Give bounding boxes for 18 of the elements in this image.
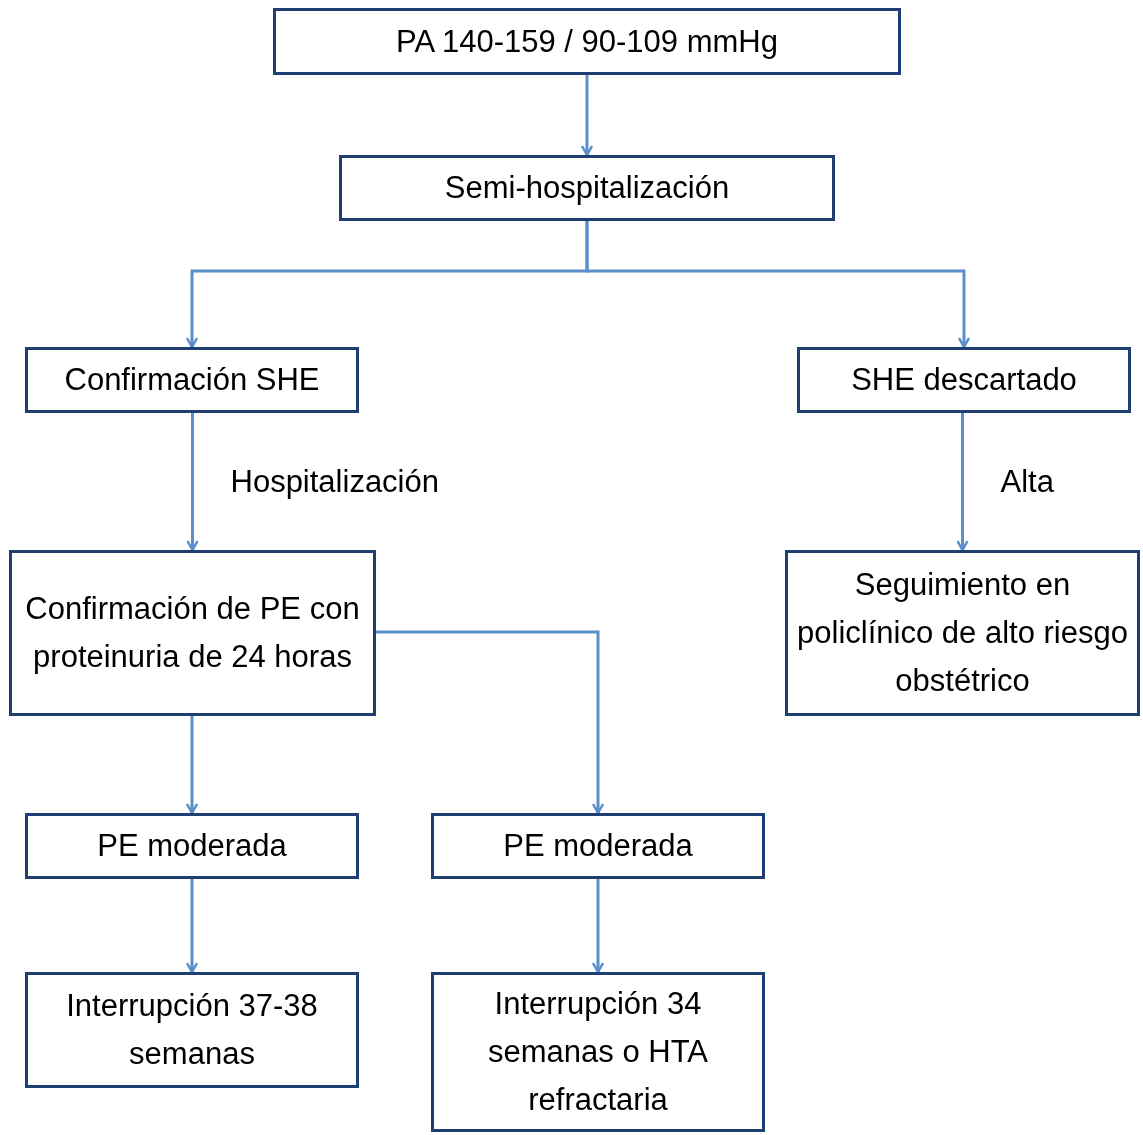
process-box: Interrupción 34 semanas o HTA refractaria [431, 972, 765, 1132]
arrow [376, 630, 605, 815]
arrow [185, 879, 199, 974]
arrow [185, 716, 199, 815]
process-box: PA 140-159 / 90-109 mmHg [273, 8, 901, 75]
process-box: PE moderada [431, 813, 765, 879]
process-box: Confirmación SHE [25, 347, 359, 413]
process-box: SHE descartado [797, 347, 1131, 413]
process-box: Semi-hospitalización [339, 155, 835, 221]
process-box: Interrupción 37-38 semanas [25, 972, 359, 1088]
arrow [585, 221, 971, 349]
process-box: Confirmación de PE con proteinuria de 24 horas [9, 550, 376, 716]
arrow [186, 413, 199, 552]
arrow [580, 75, 594, 157]
process-box: PE moderada [25, 813, 359, 879]
arrow [591, 879, 605, 974]
process-box: Seguimiento en policlínico de alto riesgo obstétrico [785, 550, 1140, 716]
arrow [956, 413, 969, 552]
